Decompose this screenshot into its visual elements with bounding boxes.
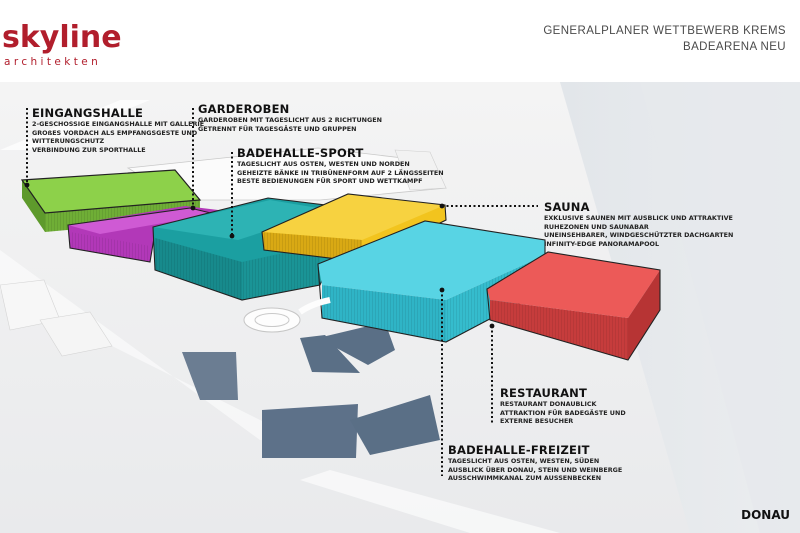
label-garderoben: GARDEROBEN GARDEROBEN MIT TAGESLICHT AUS… — [198, 102, 382, 133]
parking-lot — [182, 352, 238, 400]
label-title: SAUNA — [544, 200, 590, 214]
label-line: VERBINDUNG ZUR SPORTHALLE — [32, 145, 146, 154]
label-title: BADEHALLE-FREIZEIT — [448, 443, 590, 457]
label-title: BADEHALLE-SPORT — [237, 146, 364, 160]
label-line: TAGESLICHT AUS OSTEN, WESTEN UND NORDEN — [237, 160, 410, 168]
label-badehalle-freizeit: BADEHALLE-FREIZEIT TAGESLICHT AUS OSTEN,… — [448, 443, 622, 483]
label-line: BESTE BEDIENUNGEN FÜR SPORT UND WETTKAMP… — [237, 177, 423, 186]
site-illustration — [0, 82, 800, 533]
parking-lot — [318, 322, 395, 365]
label-line: INFINITY-EDGE PANORAMAPOOL — [544, 239, 660, 248]
label-line: ATTRAKTION FÜR BADEGÄSTE UND — [500, 408, 626, 417]
project-subtitle: BADEARENA NEU — [683, 41, 786, 53]
existing-building — [394, 149, 447, 191]
existing-building — [39, 311, 113, 357]
logo-wordmark: skyline — [2, 20, 122, 55]
logo-subtitle: architekten — [4, 56, 102, 68]
label-line: GEHEIZTE BÄNKE IN TRIBÜNENFORM AUF 2 LÄN… — [237, 168, 444, 177]
header: skyline architekten GENERALPLANER WETTBE… — [0, 0, 800, 82]
label-line: EXTERNE BESUCHER — [500, 417, 574, 426]
label-badehalle-sport: BADEHALLE-SPORT TAGESLICHT AUS OSTEN, WE… — [237, 146, 444, 186]
label-line: RUHEZONEN UND SAUNABAR — [544, 222, 649, 231]
label-line: GROßES VORDACH ALS EMPFANGSGESTE UND — [32, 128, 198, 137]
river-bank — [640, 82, 800, 533]
label-line: AUSBLICK ÜBER DONAU, STEIN UND WEINBERGE — [448, 465, 623, 474]
label-line: AUSSCHWIMMKANAL ZUM AUSSENBECKEN — [448, 474, 602, 483]
label-line: GETRENNT FÜR TAGESGÄSTE UND GRUPPEN — [198, 124, 357, 133]
building-badehalle-sport — [152, 197, 351, 301]
leader-lines — [26, 108, 538, 476]
label-line: UNEINSEHBARER, WINDGESCHÜTZTER DACHGARTE… — [544, 231, 734, 240]
building-restaurant — [486, 251, 661, 361]
project-title: GENERALPLANER WETTBEWERB KREMS — [543, 25, 786, 37]
building-sauna — [261, 193, 447, 263]
parking-lot — [262, 404, 358, 458]
parking-lot — [350, 395, 440, 455]
label-title: EINGANGSHALLE — [32, 106, 144, 120]
label-restaurant: RESTAURANT RESTAURANT DONAUBLICK ATTRAKT… — [500, 386, 626, 426]
label-line: 2-GESCHOSSIGE EINGANGSHALLE MIT GALLERIE — [32, 120, 205, 128]
river-label: DONAU — [741, 508, 790, 522]
road-band — [0, 100, 150, 150]
label-line: WITTERUNGSCHUTZ — [32, 137, 105, 146]
label-eingangshalle: EINGANGSHALLE 2-GESCHOSSIGE EINGANGSHALL… — [32, 106, 204, 154]
parking-lot — [300, 335, 360, 373]
leader-dots — [24, 182, 495, 329]
label-line: RESTAURANT DONAUBLICK — [500, 400, 597, 408]
label-line: TAGESLICHT AUS OSTEN, WESTEN, SÜDEN — [448, 457, 600, 465]
label-line: EXKLUSIVE SAUNEN MIT AUSBLICK UND ATTRAK… — [544, 214, 733, 222]
label-line: GARDEROBEN MIT TAGESLICHT AUS 2 RICHTUNG… — [198, 116, 382, 124]
label-title: GARDEROBEN — [198, 102, 290, 116]
label-sauna: SAUNA EXKLUSIVE SAUNEN MIT AUSBLICK UND … — [544, 200, 733, 248]
label-title: RESTAURANT — [500, 386, 588, 400]
spiral-ramp — [243, 297, 331, 333]
promenade-band — [300, 470, 560, 533]
